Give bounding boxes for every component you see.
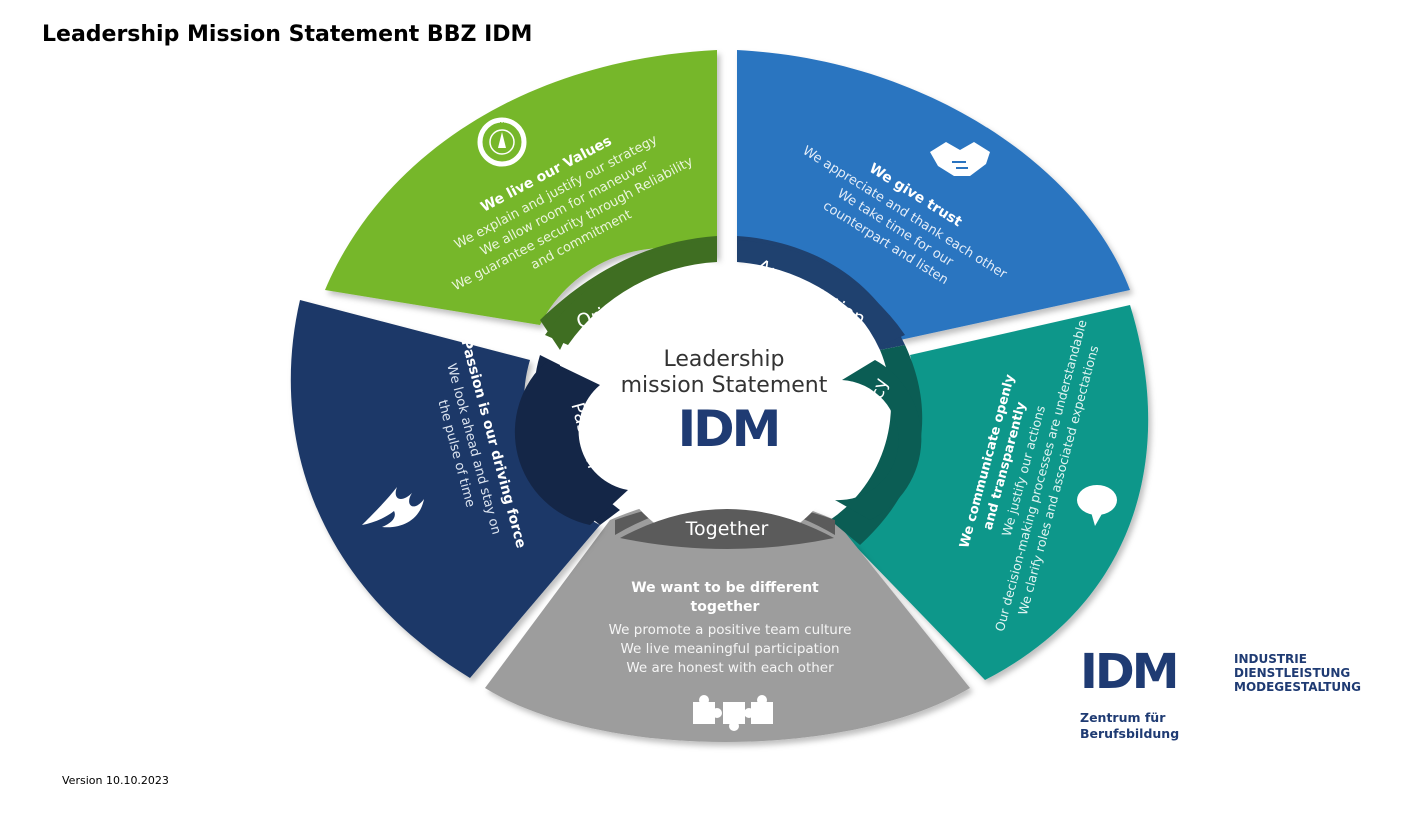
speech-bubble-icon [1077,485,1117,526]
appreciation-band [737,240,905,345]
center-line2: mission Statement [621,373,828,398]
segment-transparency [830,305,1149,680]
page-title: Leadership Mission Statement BBZ IDM [42,22,533,47]
logo-line-1: INDUSTRIE [1234,652,1307,666]
logo-sub-1: Zentrum für [1080,710,1166,725]
logo-sub-2: Berufsbildung [1080,726,1180,741]
together-line-3: We are honest with each other [626,660,834,676]
band-transparency-disc [835,360,922,520]
logo-line-3: MODEGESTALTUNG [1234,680,1362,694]
label-together: Together [685,518,769,540]
together-line-2: We live meaningful participation [620,641,839,657]
center-disc [609,312,845,548]
logo-tagline: INDUSTRIE DIENSTLEISTUNG MODEGESTALTUNG [1234,652,1361,694]
handshake-icon [930,142,990,176]
together-band [620,509,834,549]
center-logo: IDM [678,400,779,458]
compass-icon: N [477,117,527,167]
version-label: Version 10.10.2023 [62,774,169,787]
idm-logo: IDM INDUSTRIE DIENSTLEISTUNG MODEGESTALT… [1080,648,1380,748]
svg-text:N: N [499,121,504,129]
logo-mark: IDM [1080,644,1179,700]
flame-icon [362,487,424,528]
together-heading-1: We want to be different [631,580,819,596]
segment-together [485,495,970,742]
logo-subtitle: Zentrum für Berufsbildung [1080,710,1179,742]
center-line1: Leadership [664,347,785,372]
orientation-band [545,240,717,345]
puzzle-icon [693,695,773,731]
logo-line-2: DIENSTLEISTUNG [1234,666,1351,680]
band-passion-disc [514,360,628,525]
segment-orientation [325,50,717,325]
together-heading-2: together [691,599,760,615]
together-line-1: We promote a positive team culture [609,622,852,638]
